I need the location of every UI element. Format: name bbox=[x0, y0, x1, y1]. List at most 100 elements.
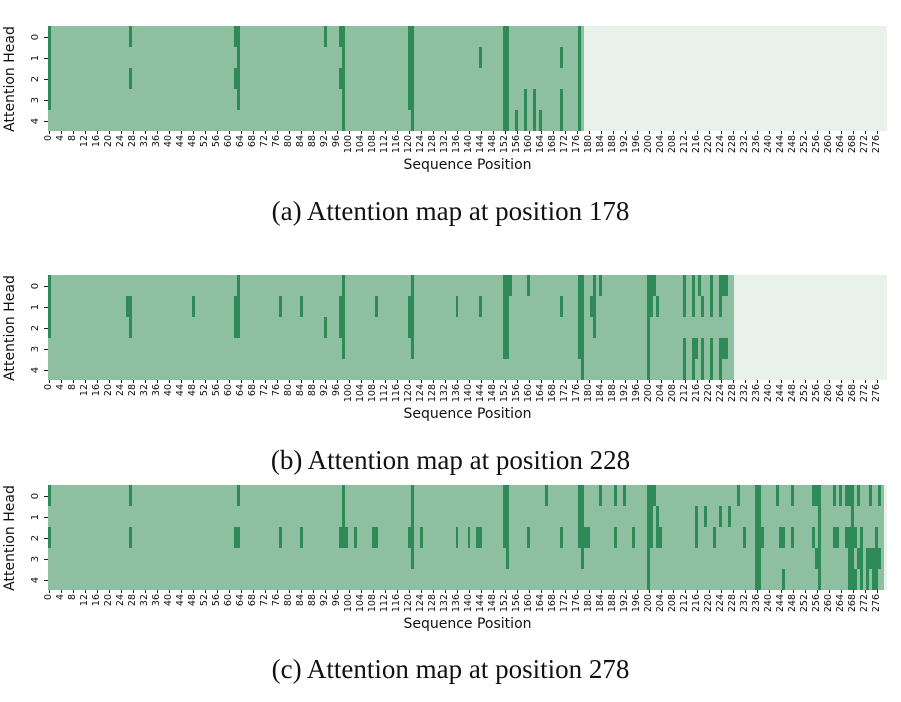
y-tick-mark bbox=[44, 78, 48, 80]
heatmap-cell bbox=[341, 485, 345, 548]
heatmap-cell bbox=[782, 569, 786, 590]
heatmap-cell bbox=[299, 527, 303, 548]
heatmap-cell bbox=[578, 26, 582, 131]
heatmap-cell bbox=[353, 527, 357, 548]
heatmap-cell bbox=[599, 485, 603, 506]
heatmap-cell bbox=[191, 296, 195, 317]
heatmap-cell bbox=[701, 338, 705, 380]
heatmap-cell bbox=[233, 527, 240, 548]
heatmap-cell bbox=[683, 275, 687, 317]
heatmap-cell bbox=[683, 338, 687, 380]
heatmap-cell bbox=[614, 527, 618, 548]
heatmap-cell bbox=[704, 506, 708, 527]
heatmap-cell bbox=[125, 296, 132, 317]
figure-caption: (b) Attention map at position 228 bbox=[270, 445, 631, 475]
heatmap-cell bbox=[878, 548, 881, 569]
heatmap-cell bbox=[656, 296, 660, 317]
heatmap-cell bbox=[524, 89, 528, 131]
y-axis-label: Attention Head bbox=[2, 274, 18, 381]
heatmap-cell bbox=[48, 527, 51, 548]
heatmap-cell bbox=[839, 485, 843, 506]
heatmap-cell bbox=[845, 485, 852, 506]
heatmap-cell bbox=[719, 275, 723, 317]
heatmap-cell bbox=[818, 485, 822, 590]
y-tick-label: 2 bbox=[30, 534, 41, 541]
y-tick-mark bbox=[44, 327, 48, 329]
heatmap-cell bbox=[710, 338, 714, 380]
heatmap-cell bbox=[692, 359, 696, 380]
heatmap-cell bbox=[527, 527, 531, 548]
heatmap-cell bbox=[869, 548, 878, 569]
y-tick-mark bbox=[44, 558, 48, 560]
masked-region bbox=[734, 275, 887, 380]
heatmap-cell bbox=[233, 296, 237, 338]
heatmap-cell bbox=[713, 527, 717, 548]
heatmap-cell bbox=[560, 527, 564, 548]
y-tick-mark bbox=[44, 57, 48, 59]
y-tick-mark bbox=[44, 306, 48, 308]
heatmap-cell bbox=[560, 47, 564, 68]
heatmap-cell bbox=[374, 296, 378, 317]
heatmap-cell bbox=[278, 296, 282, 317]
heatmap-cell bbox=[722, 338, 729, 359]
heatmap-cell bbox=[539, 110, 543, 131]
heatmap-cell bbox=[761, 527, 765, 548]
heatmap-cell bbox=[650, 275, 657, 296]
y-tick-mark bbox=[44, 537, 48, 539]
heatmap-cell bbox=[233, 26, 237, 47]
y-tick-mark bbox=[44, 369, 48, 371]
heatmap-cell bbox=[236, 275, 240, 338]
heatmap-cell bbox=[479, 47, 483, 68]
y-tick-mark bbox=[44, 36, 48, 38]
heatmap-cell bbox=[737, 485, 741, 506]
figure-caption: (a) Attention map at position 178 bbox=[271, 196, 630, 226]
heatmap-cell bbox=[860, 527, 864, 590]
heatmap-cell bbox=[776, 485, 780, 506]
heatmap-cell bbox=[869, 485, 872, 506]
y-tick-label: 0 bbox=[30, 33, 41, 40]
heatmap-cell bbox=[371, 527, 378, 548]
heatmap-cell bbox=[755, 485, 762, 590]
heatmap-plot bbox=[48, 485, 887, 590]
heatmap-cell bbox=[845, 527, 852, 548]
heatmap-cell bbox=[323, 317, 327, 338]
heatmap-cell bbox=[710, 275, 714, 317]
heatmap-cell bbox=[236, 485, 240, 506]
heatmap-cell bbox=[506, 548, 510, 569]
y-tick-mark bbox=[44, 120, 48, 122]
y-tick-label: 4 bbox=[30, 576, 41, 583]
heatmap-cell bbox=[650, 506, 654, 548]
heatmap-cell bbox=[848, 548, 852, 590]
heatmap-cell bbox=[455, 296, 459, 317]
heatmap-cell bbox=[647, 485, 651, 590]
heatmap-cell bbox=[719, 338, 723, 380]
heatmap-cell bbox=[48, 485, 51, 506]
heatmap-cell bbox=[623, 485, 627, 506]
heatmap-cell bbox=[599, 275, 603, 296]
heatmap-cell bbox=[128, 68, 132, 89]
heatmap-cell bbox=[410, 275, 414, 359]
heatmap-cell bbox=[659, 527, 663, 548]
heatmap-cell bbox=[128, 317, 132, 338]
heatmap-cell bbox=[650, 296, 654, 317]
heatmap-cell bbox=[503, 485, 510, 548]
y-tick-label: 1 bbox=[30, 303, 41, 310]
heatmap-cell bbox=[578, 485, 585, 548]
heatmap-cell bbox=[410, 26, 414, 131]
heatmap-cell bbox=[476, 527, 483, 548]
heatmap-cell bbox=[299, 296, 303, 317]
heatmap-cell bbox=[236, 26, 240, 110]
heatmap-cell bbox=[410, 485, 414, 569]
y-tick-mark bbox=[44, 348, 48, 350]
heatmap-cell bbox=[338, 296, 342, 338]
y-tick-label: 3 bbox=[30, 96, 41, 103]
y-tick-label: 0 bbox=[30, 492, 41, 499]
heatmap-cell bbox=[815, 548, 822, 569]
masked-region bbox=[584, 26, 887, 131]
y-tick-mark bbox=[44, 516, 48, 518]
heatmap-cell bbox=[407, 26, 411, 110]
heatmap-cell bbox=[515, 110, 519, 131]
y-tick-label: 1 bbox=[30, 54, 41, 61]
x-axis-label: Sequence Position bbox=[403, 157, 532, 173]
